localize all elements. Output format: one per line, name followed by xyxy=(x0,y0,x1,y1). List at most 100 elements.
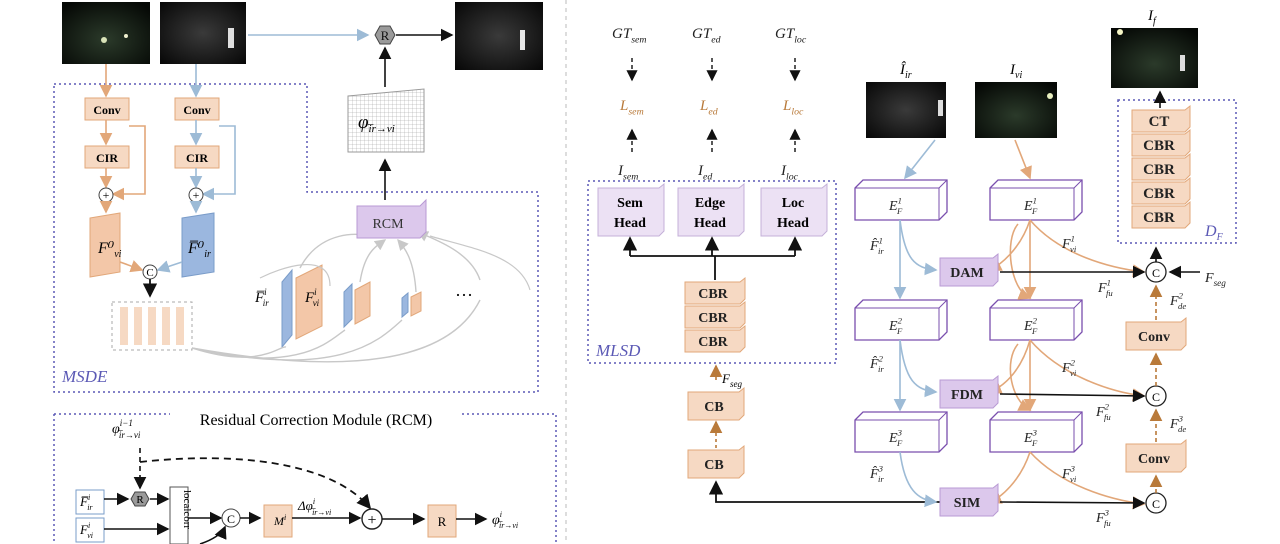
svg-text:Head: Head xyxy=(694,216,726,231)
svg-text:Fseg: Fseg xyxy=(721,371,742,389)
svg-text:SIM: SIM xyxy=(954,496,980,511)
rcm-r-box xyxy=(427,504,457,538)
svg-text:Conv: Conv xyxy=(1138,452,1170,467)
svg-text:Ivi: Ivi xyxy=(1009,62,1022,81)
svg-text:+: + xyxy=(367,512,376,529)
rcm-fir-box xyxy=(75,489,105,515)
rcm-m-box xyxy=(263,504,293,538)
gt-label: GTloc xyxy=(775,26,807,46)
fseg-label: Fseg xyxy=(1204,271,1226,288)
decoder-conv-box: Conv xyxy=(1125,316,1187,351)
svg-text:φi−1i̅r→vi: φi−1i̅r→vi xyxy=(112,418,141,440)
svg-text:If: If xyxy=(1147,8,1157,27)
module-fdm: FDM xyxy=(939,374,999,409)
pyramid-level-3 xyxy=(401,291,422,319)
resample-node xyxy=(374,25,396,45)
rcm-resample-node xyxy=(130,491,150,507)
loss-label: Lloc xyxy=(782,98,804,118)
svg-text:CBR: CBR xyxy=(1143,162,1175,178)
mlsd-cbr-box: CBR xyxy=(684,324,746,353)
svg-text:localcorr: localcorr xyxy=(181,490,193,529)
decoder-block: CBR xyxy=(1131,176,1191,205)
msde-label: MSDE xyxy=(61,367,108,386)
conv-box-visible xyxy=(84,97,130,121)
feature-vi0 xyxy=(89,212,121,278)
svg-text:C: C xyxy=(146,267,153,279)
pyramid-level-1 xyxy=(281,264,323,349)
phi-symbol: φi̅r→vi xyxy=(358,112,395,135)
decoder-border xyxy=(1117,99,1237,244)
vi-thumbnail xyxy=(975,82,1057,138)
feature-ir0 xyxy=(181,212,215,278)
gt-label: GTsem xyxy=(612,26,647,46)
conv-label-2: Conv xyxy=(183,103,210,117)
svg-text:DAM: DAM xyxy=(950,266,983,281)
decoder-block: CT xyxy=(1131,104,1191,133)
mlsd-cb-box: CB xyxy=(687,444,745,479)
concat-stack xyxy=(111,301,193,351)
decoder-block: CBR xyxy=(1131,128,1191,157)
svg-text:C: C xyxy=(1152,497,1160,511)
svg-text:C: C xyxy=(227,512,235,526)
head-output-label: Ied xyxy=(697,163,712,183)
rcm-label: RCM xyxy=(372,217,404,232)
svg-text:CBR: CBR xyxy=(1143,210,1175,226)
svg-text:Edge: Edge xyxy=(695,196,725,211)
conv-box-infrared xyxy=(174,97,220,121)
resample-label: R xyxy=(381,28,390,43)
rcm-fvi-box xyxy=(75,517,105,543)
deformation-field xyxy=(347,88,425,153)
cir-box-infrared xyxy=(174,145,220,169)
svg-text:CT: CT xyxy=(1149,114,1170,130)
head-output-label: Isem xyxy=(617,163,638,183)
decoder-block: CBR xyxy=(1131,152,1191,181)
svg-text:Sem: Sem xyxy=(617,196,643,211)
head-output-label: Iloc xyxy=(780,163,799,183)
mlsd-cbr-box: CBR xyxy=(684,300,746,329)
rcm-box xyxy=(356,198,427,239)
mlsd-label: MLSD xyxy=(595,341,641,360)
svg-text:φii̅r→vi: φii̅r→vi xyxy=(492,510,518,530)
conv-label: Conv xyxy=(93,103,120,117)
localcorr-box xyxy=(169,486,189,544)
svg-text:CBR: CBR xyxy=(698,311,728,326)
svg-text:CBR: CBR xyxy=(698,335,728,350)
svg-text:Conv: Conv xyxy=(1138,330,1170,345)
decoder-block: CBR xyxy=(1131,200,1191,229)
registered-output-thumbnail xyxy=(455,2,543,70)
module-sim: SIM xyxy=(939,482,999,517)
loss-label: Led xyxy=(699,98,718,118)
rcm-title: Residual Correction Module (RCM) xyxy=(200,412,432,429)
svg-text:Head: Head xyxy=(777,216,809,231)
svg-text:Mi: Mi xyxy=(273,513,286,528)
mlsd-cb-box: CB xyxy=(687,386,745,421)
svg-text:F̅iir: F̅iir xyxy=(254,287,269,308)
visible-thumbnail xyxy=(62,2,150,64)
cir-label-2: CIR xyxy=(186,151,208,165)
svg-text:DF: DF xyxy=(1204,223,1224,243)
svg-text:F⁰vi: F⁰vi xyxy=(97,240,122,260)
